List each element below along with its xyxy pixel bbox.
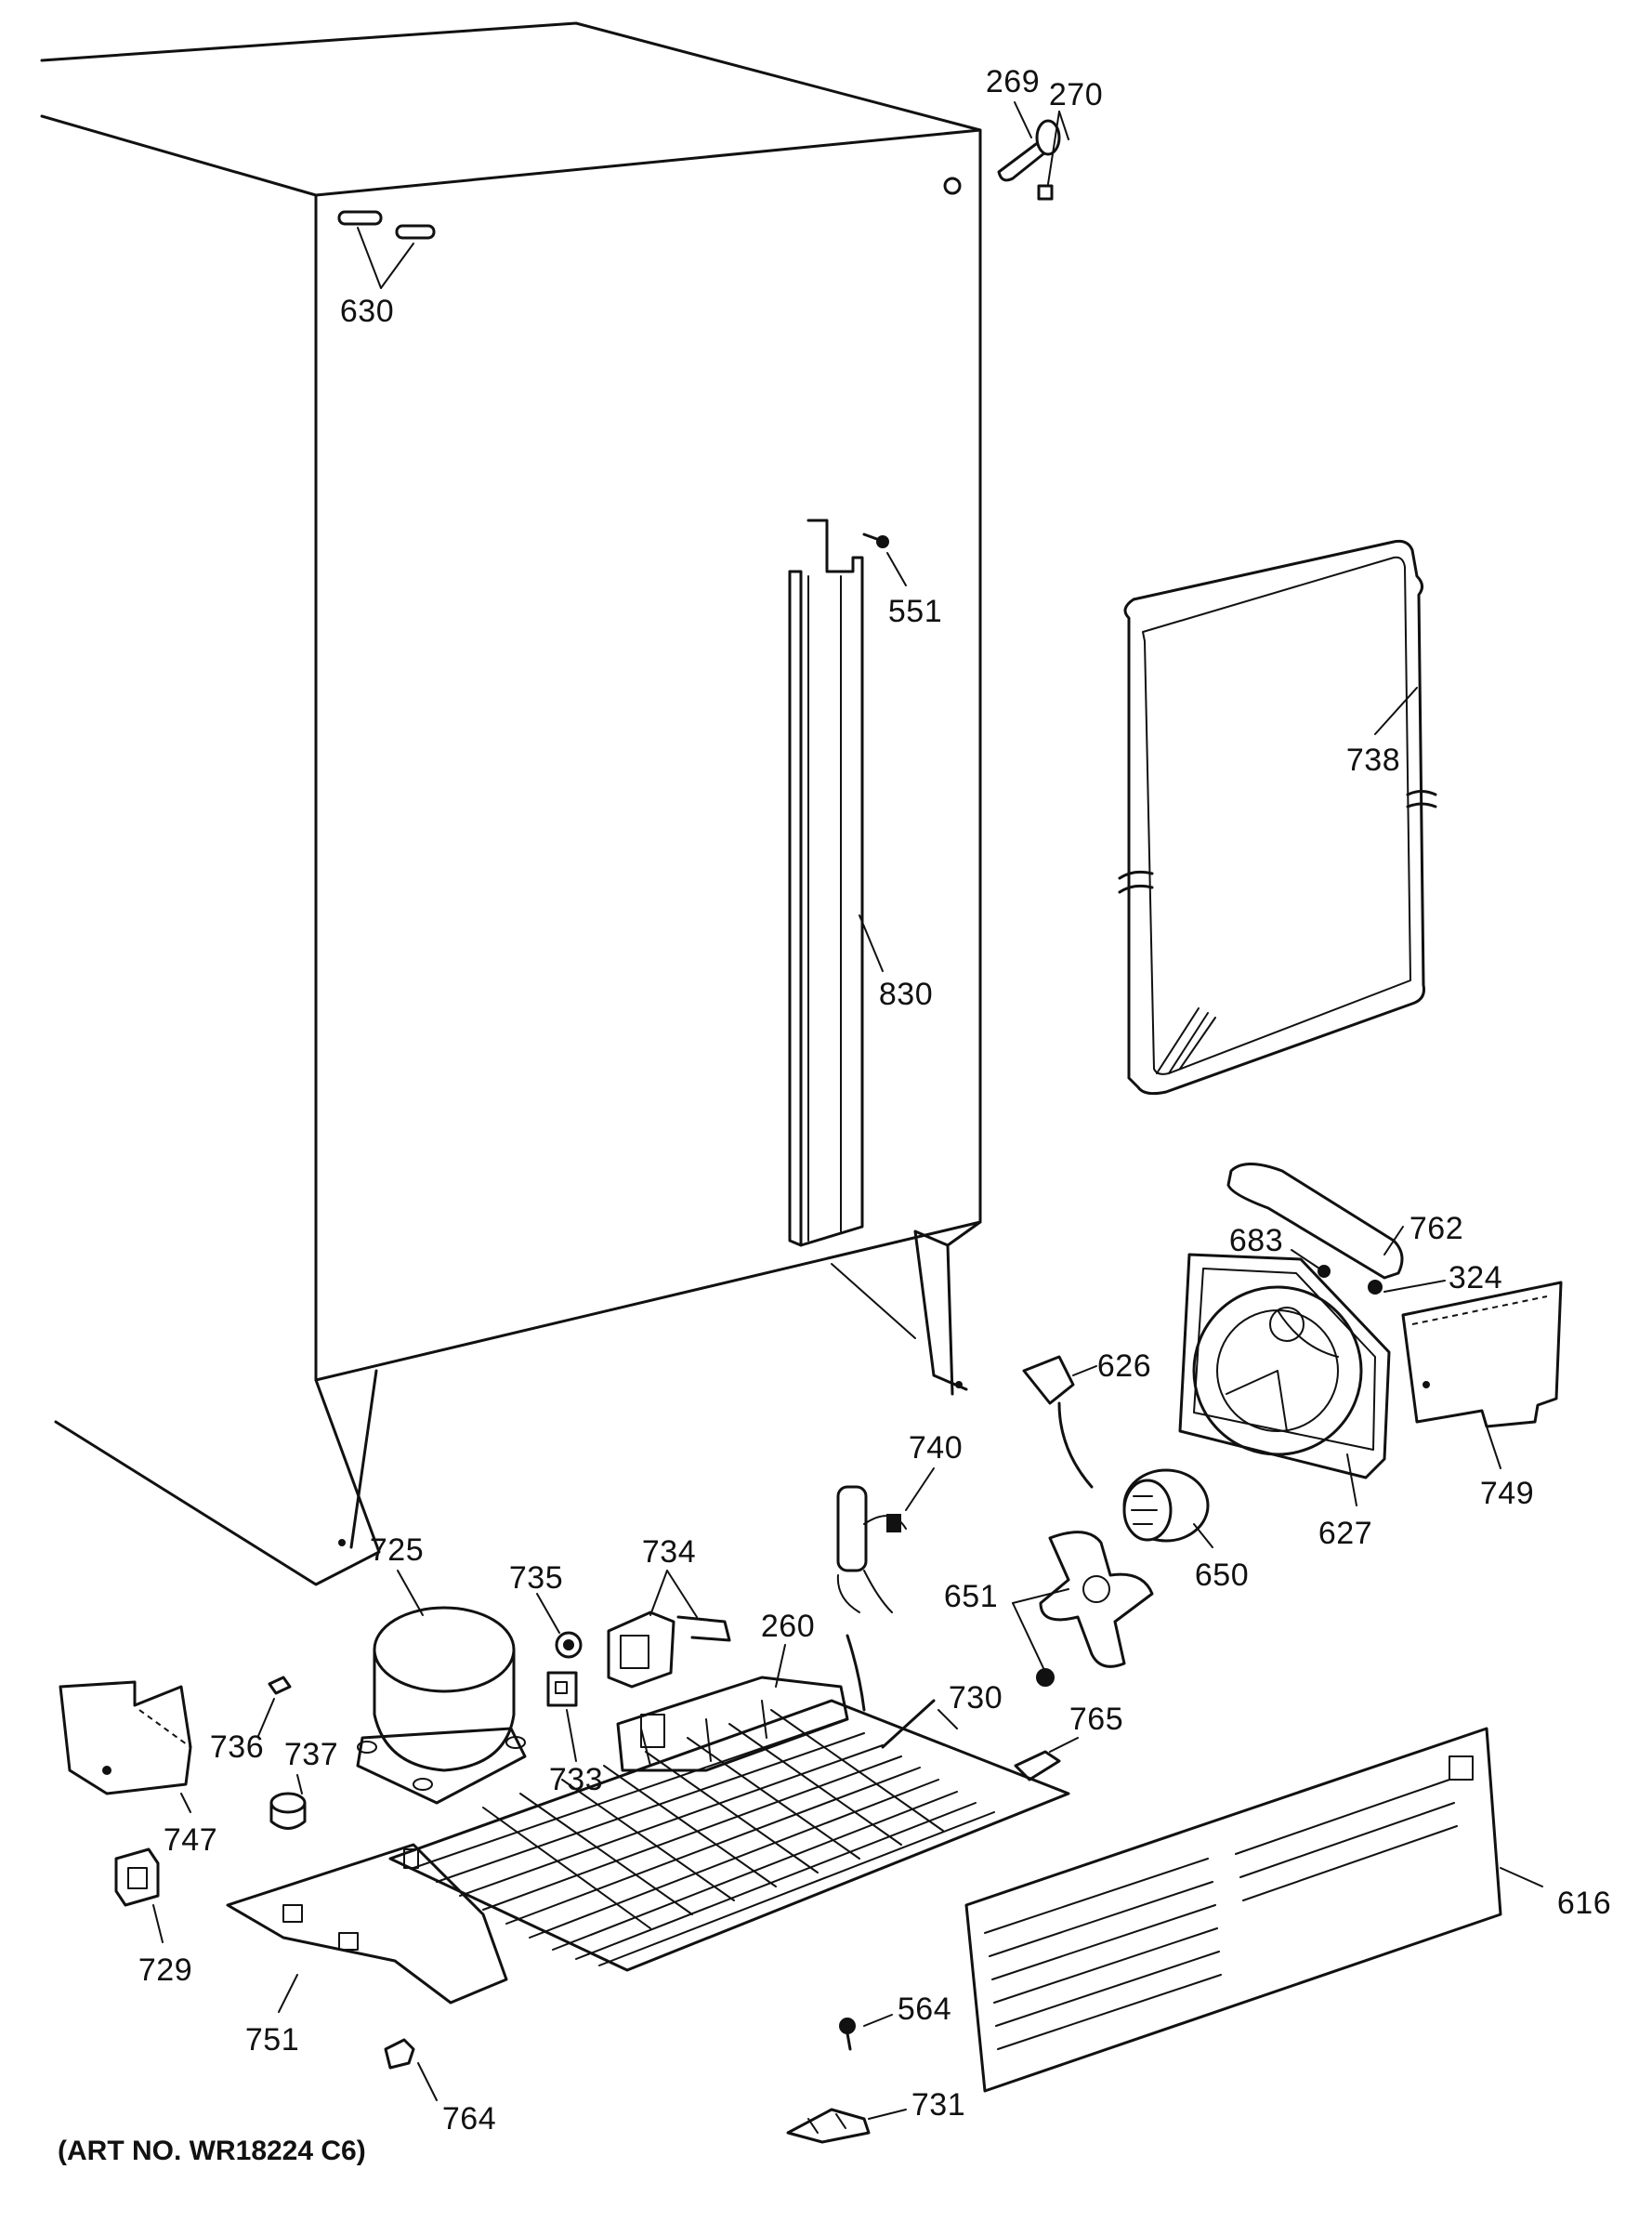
part-label-651: 651 — [943, 1579, 999, 1614]
part-label-735: 735 — [508, 1560, 564, 1596]
part-label-749: 749 — [1479, 1476, 1535, 1511]
part-616-grille — [964, 1727, 1543, 2093]
part-label-269: 269 — [985, 64, 1041, 99]
part-label-683: 683 — [1228, 1223, 1284, 1258]
part-label-260: 260 — [760, 1609, 816, 1644]
part-label-725: 725 — [369, 1532, 425, 1568]
part-730-condenser — [388, 1699, 1070, 1972]
part-765-clip — [1014, 1737, 1079, 1781]
part-735 — [536, 1593, 583, 1659]
part-762-strip — [1226, 1163, 1404, 1280]
part-label-564: 564 — [897, 1992, 952, 2027]
part-736 — [257, 1676, 292, 1737]
part-label-765: 765 — [1069, 1702, 1124, 1737]
part-label-736: 736 — [209, 1729, 265, 1765]
part-734-relay — [607, 1570, 731, 1689]
part-label-270: 270 — [1048, 77, 1104, 112]
part-260-drain-pan — [616, 1634, 866, 1772]
part-label-616: 616 — [1556, 1886, 1612, 1921]
part-830-channel — [788, 519, 884, 1247]
part-label-630: 630 — [339, 294, 395, 329]
part-label-733: 733 — [548, 1762, 604, 1797]
part-738-gasket — [1118, 539, 1437, 1096]
part-label-738: 738 — [1345, 743, 1401, 778]
part-626-cord — [1022, 1355, 1097, 1489]
cabinet — [40, 21, 982, 1586]
part-733 — [546, 1671, 578, 1762]
part-label-730: 730 — [948, 1680, 1003, 1716]
part-label-734: 734 — [641, 1534, 697, 1570]
part-label-764: 764 — [441, 2101, 497, 2136]
part-label-740: 740 — [908, 1430, 964, 1466]
part-269-270 — [997, 101, 1069, 201]
part-740 — [836, 1467, 935, 1613]
part-747-bracket — [59, 1680, 192, 1813]
part-651-fan-blade — [1012, 1531, 1154, 1687]
part-label-729: 729 — [138, 1952, 193, 1988]
part-551-screw — [862, 532, 907, 586]
part-label-627: 627 — [1318, 1516, 1373, 1551]
part-751-base — [226, 1843, 508, 2013]
part-label-551: 551 — [887, 594, 943, 629]
part-label-737: 737 — [283, 1737, 339, 1772]
part-label-751: 751 — [244, 2022, 300, 2058]
part-627-fan-shroud — [1178, 1253, 1391, 1506]
part-564-screw — [839, 2014, 893, 2051]
part-729 — [114, 1847, 164, 1943]
art-number-caption: (ART NO. WR18224 C6) — [58, 2136, 366, 2166]
part-764-clip — [384, 2038, 438, 2101]
part-650-motor — [1122, 1468, 1213, 1548]
part-630-slots — [337, 210, 436, 289]
part-label-830: 830 — [878, 977, 934, 1012]
part-749-panel — [1401, 1281, 1563, 1469]
part-725-compressor — [356, 1570, 527, 1805]
part-683-324-screws — [1291, 1249, 1446, 1295]
part-label-762: 762 — [1409, 1211, 1464, 1246]
part-label-626: 626 — [1096, 1348, 1152, 1384]
part-731-bracket — [786, 2108, 907, 2144]
part-737 — [269, 1774, 307, 1830]
part-label-324: 324 — [1448, 1260, 1503, 1295]
part-label-731: 731 — [911, 2087, 966, 2123]
part-label-650: 650 — [1194, 1558, 1250, 1593]
part-label-747: 747 — [163, 1822, 218, 1858]
